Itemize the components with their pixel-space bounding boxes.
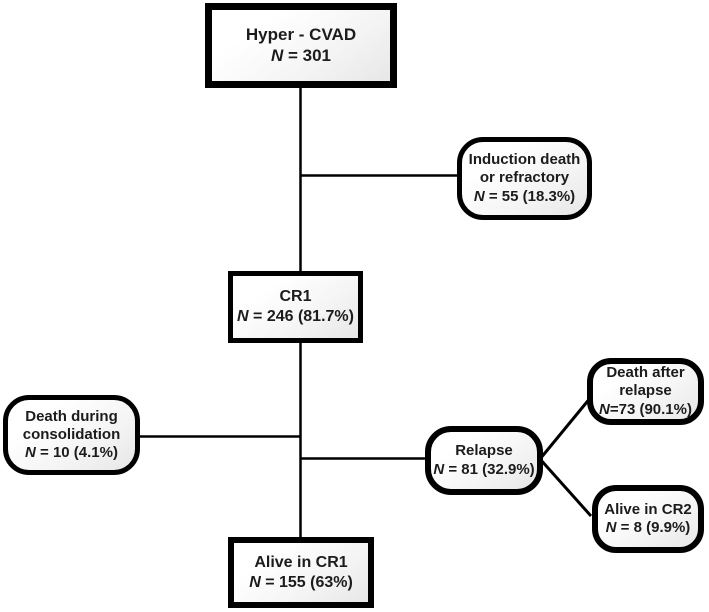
node-induction-death: Induction death or refractory N = 55 (18…: [457, 137, 592, 220]
node-hyper-cvad: Hyper - CVAD N = 301: [205, 3, 397, 88]
node-death-during-consolidation: Death during consolidation N = 10 (4.1%): [3, 395, 140, 475]
node-induction-death-label: Induction death or refractory: [468, 151, 581, 187]
node-death-after-relapse: Death after relapse N=73 (90.1%): [587, 358, 704, 425]
node-induction-death-stats: N = 55 (18.3%): [473, 187, 576, 205]
edge-relapse-to-alive-cr2: [538, 457, 593, 518]
node-relapse: Relapse N = 81 (32.9%): [425, 426, 543, 495]
node-cr1-stats: N = 246 (81.7%): [237, 308, 354, 325]
edge-relapse-to-death: [538, 396, 593, 460]
node-death-after-relapse-stats: N=73 (90.1%): [599, 400, 692, 418]
node-cr1-label: CR1: [279, 288, 312, 306]
node-alive-in-cr1: Alive in CR1 N = 155 (63%): [228, 537, 374, 608]
node-death-during-consolidation-label: Death during consolidation: [22, 407, 121, 443]
node-relapse-label: Relapse: [455, 442, 513, 460]
node-cr1: CR1 N = 246 (81.7%): [228, 271, 363, 343]
node-alive-in-cr1-label: Alive in CR1: [254, 553, 348, 571]
node-hyper-cvad-label: Hyper - CVAD: [245, 24, 357, 44]
node-hyper-cvad-stats: N = 301: [270, 45, 332, 65]
node-death-after-relapse-label: Death after relapse: [606, 364, 685, 400]
node-death-during-consolidation-stats: N = 10 (4.1%): [25, 444, 118, 462]
node-alive-in-cr1-stats: N = 155 (63%): [249, 573, 353, 591]
node-alive-in-cr2: Alive in CR2 N = 8 (9.9%): [592, 485, 704, 553]
node-alive-in-cr2-label: Alive in CR2: [604, 500, 692, 518]
node-relapse-stats: N = 81 (32.9%): [433, 460, 535, 478]
node-alive-in-cr2-stats: N = 8 (9.9%): [605, 519, 691, 536]
